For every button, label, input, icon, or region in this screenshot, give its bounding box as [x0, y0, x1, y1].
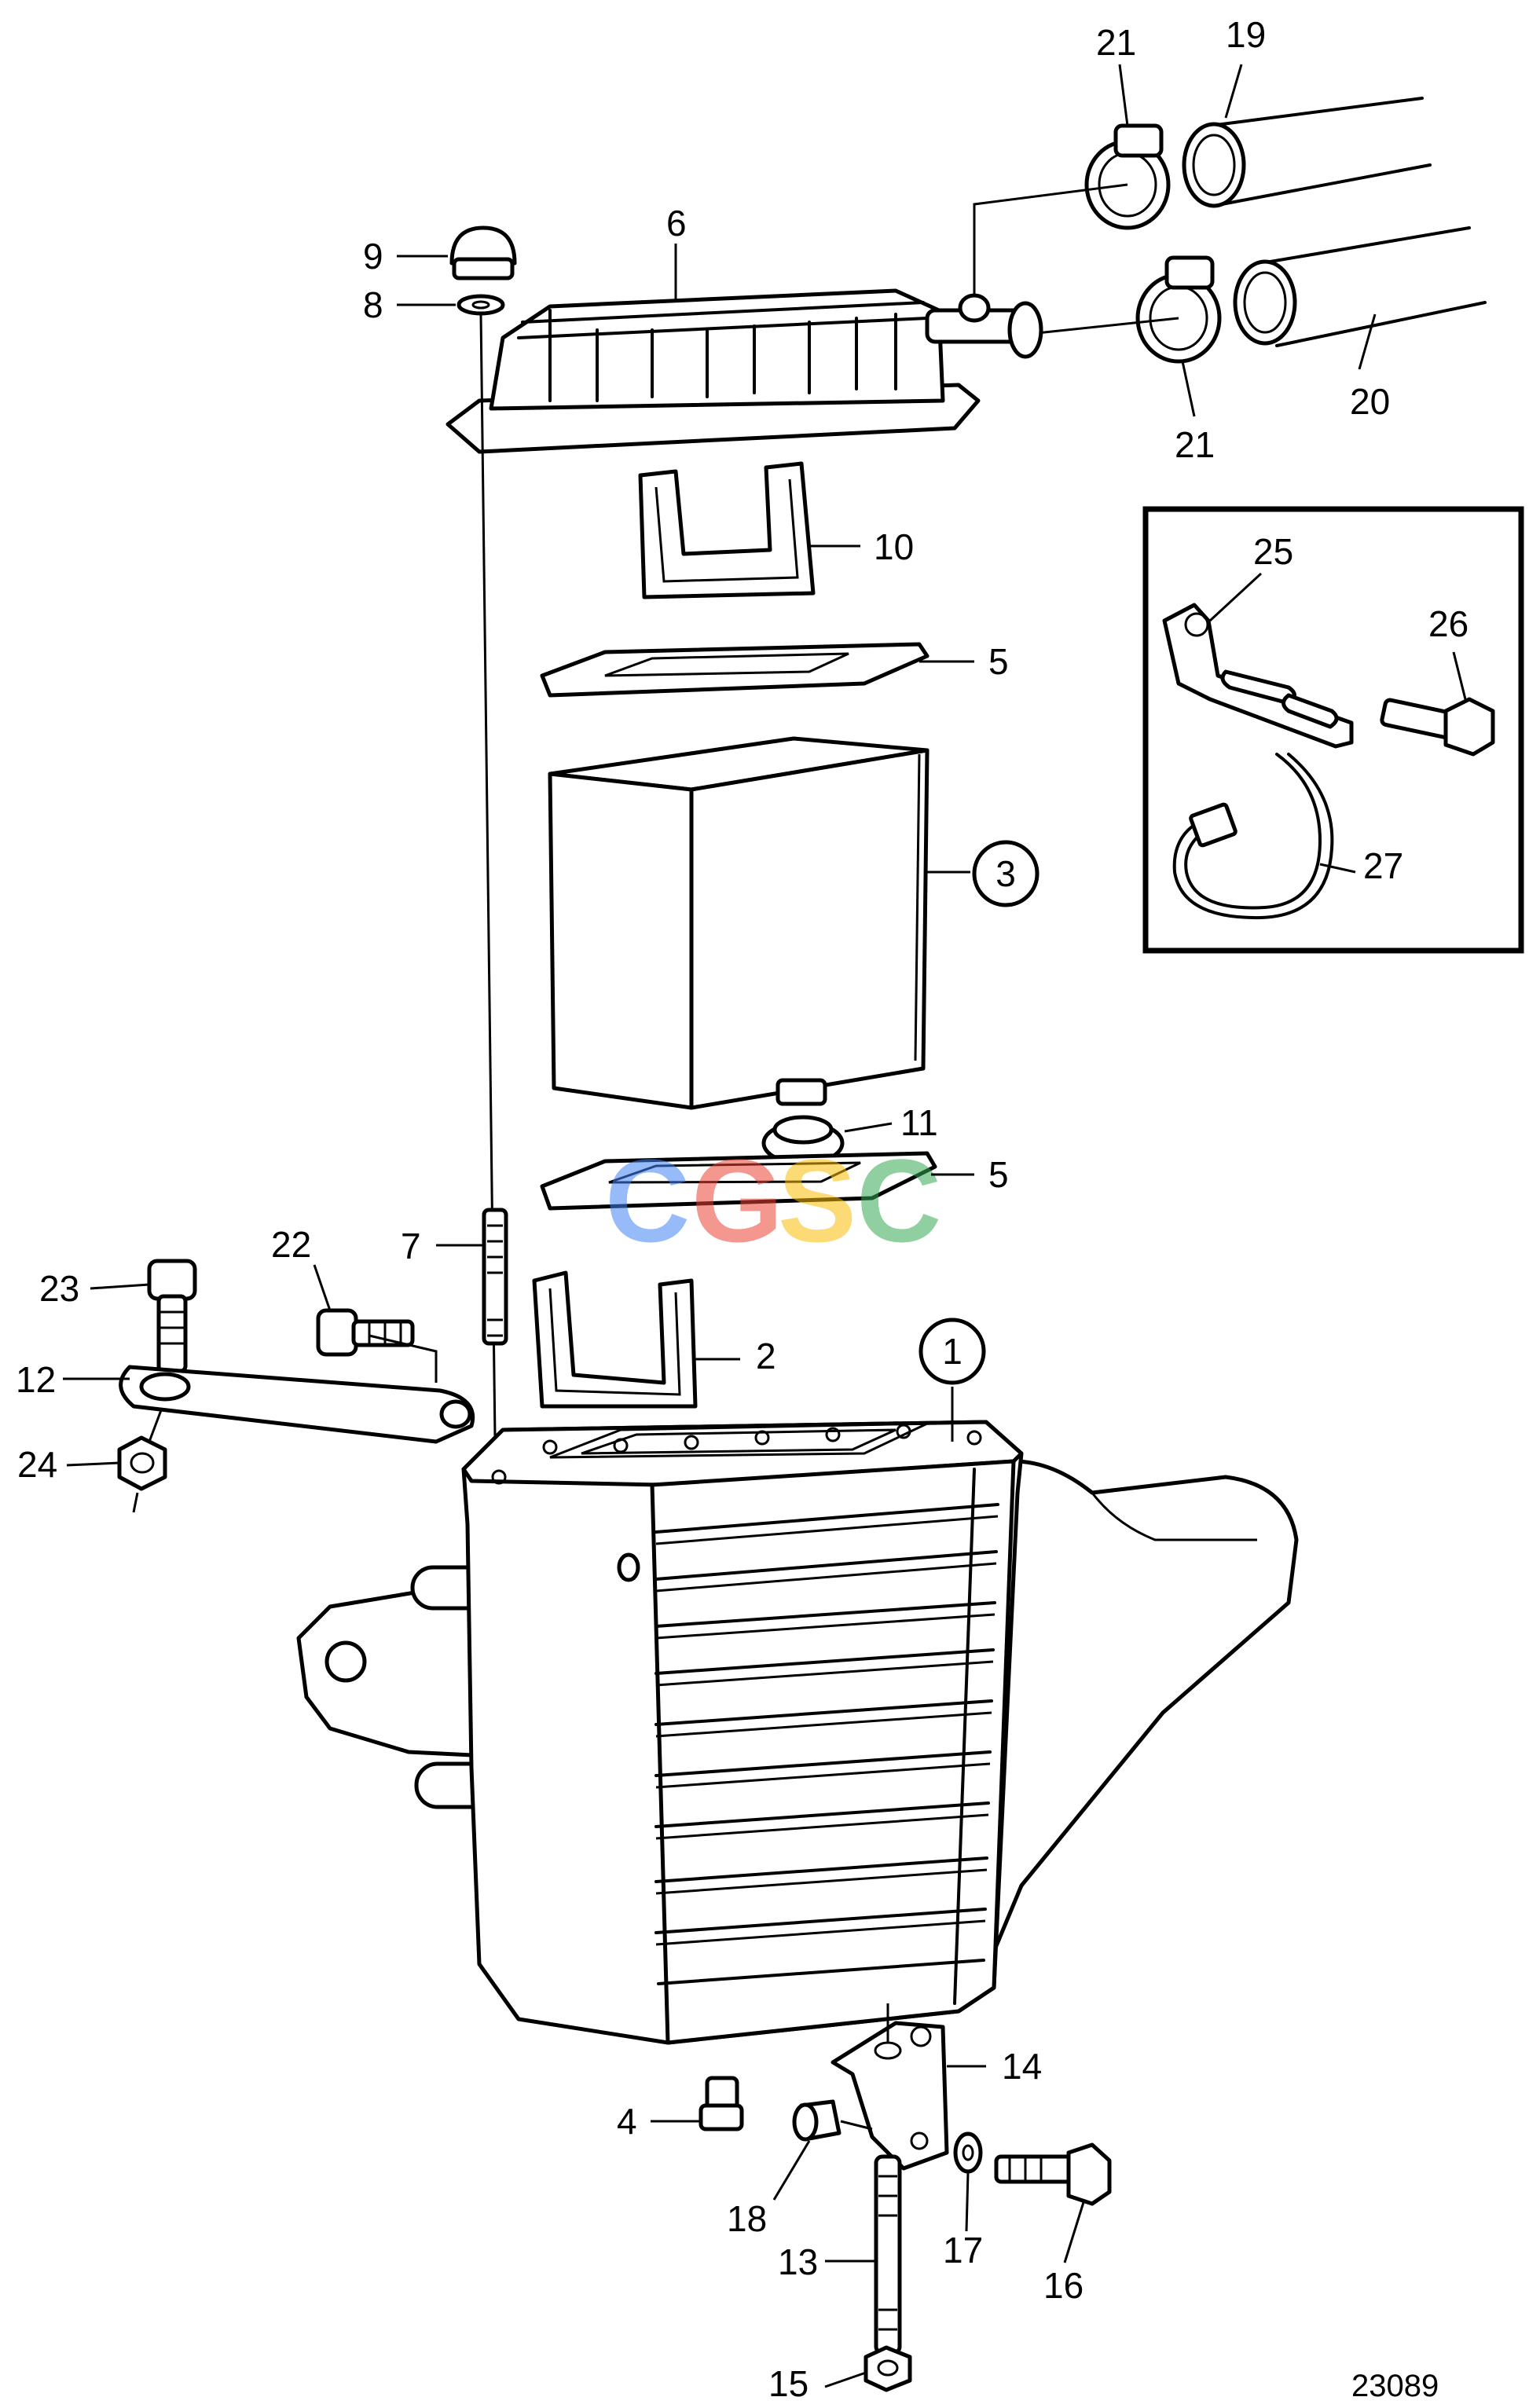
watermark: C G S C — [605, 1134, 941, 1266]
seal-2 — [532, 1270, 698, 1409]
nut-15 — [864, 2345, 912, 2392]
callout-8: 8 — [363, 284, 383, 325]
callout-25: 25 — [1253, 531, 1293, 572]
callout-circle-3 — [972, 840, 1040, 907]
callout-12: 12 — [16, 1359, 56, 1400]
washer-8 — [456, 294, 505, 316]
callout-23: 23 — [39, 1268, 79, 1309]
callout-10: 10 — [874, 526, 914, 567]
callout-20: 20 — [1350, 381, 1390, 422]
cooler-housing-1 — [296, 1420, 1299, 2045]
bolt-22 — [316, 1308, 415, 1357]
callout-3: 3 — [996, 853, 1016, 894]
seal-10 — [638, 461, 816, 599]
callout-5-upper: 5 — [988, 641, 1009, 682]
callout-17: 17 — [943, 2230, 983, 2271]
strut-12 — [119, 1334, 475, 1444]
callout-11: 11 — [900, 1102, 938, 1143]
spacer-18 — [792, 2099, 873, 2142]
hose-clamp-21-lower — [1135, 255, 1222, 364]
stud-13 — [874, 2154, 902, 2355]
callout-22: 22 — [271, 1224, 311, 1265]
gasket-5-upper — [540, 642, 930, 698]
callout-24: 24 — [17, 1444, 57, 1485]
callout-19: 19 — [1226, 14, 1266, 55]
bracket-25 — [1162, 603, 1354, 749]
hose-clamp-21-upper — [1084, 123, 1171, 230]
callout-5-lower: 5 — [988, 1154, 1009, 1195]
detail-inset — [1142, 506, 1524, 954]
callout-21-lower: 21 — [1175, 424, 1215, 465]
watermark-letter-2: G — [691, 1134, 783, 1266]
callout-14: 14 — [1002, 2046, 1042, 2087]
cap-nut-9 — [449, 225, 517, 280]
callout-26: 26 — [1428, 603, 1468, 644]
callout-9: 9 — [363, 236, 383, 277]
callout-13: 13 — [778, 2241, 818, 2282]
callout-21-upper: 21 — [1096, 22, 1136, 63]
watermark-letter-3: S — [778, 1134, 856, 1266]
callout-16: 16 — [1043, 2265, 1084, 2306]
cover-6 — [446, 288, 1043, 454]
callout-15: 15 — [768, 2363, 808, 2404]
callout-6: 6 — [666, 203, 687, 244]
gasket-5-lower — [540, 1151, 937, 1211]
bracket-14 — [830, 2003, 949, 2171]
callout-labels: 1 2 3 4 5 5 6 7 8 9 10 11 12 13 14 15 16… — [16, 14, 1468, 2404]
filter-insert-3 — [548, 736, 930, 1110]
hose-20 — [1233, 226, 1487, 347]
callout-4: 4 — [617, 2101, 637, 2142]
drawing-number: 23089 — [1351, 2369, 1439, 2403]
watermark-letter-4: C — [856, 1134, 941, 1266]
hose-19 — [1182, 97, 1432, 208]
callout-27: 27 — [1363, 845, 1403, 886]
leader-lines — [63, 64, 1467, 2388]
flange-bolt-16 — [994, 2142, 1112, 2206]
watermark-letter-1: C — [605, 1134, 690, 1266]
callout-circle-1 — [918, 1318, 986, 1385]
bolt-23 — [147, 1259, 197, 1373]
washer-17 — [953, 2131, 983, 2174]
callout-2: 2 — [756, 1336, 776, 1376]
nut-24 — [117, 1409, 167, 1513]
callout-1: 1 — [942, 1331, 962, 1372]
drain-plug-4 — [698, 2076, 744, 2131]
callout-7: 7 — [401, 1226, 421, 1266]
cable-tie-27 — [1172, 753, 1334, 920]
stud-7 — [482, 1208, 508, 1346]
bolt-26 — [1380, 697, 1495, 757]
callout-18: 18 — [727, 2198, 767, 2239]
